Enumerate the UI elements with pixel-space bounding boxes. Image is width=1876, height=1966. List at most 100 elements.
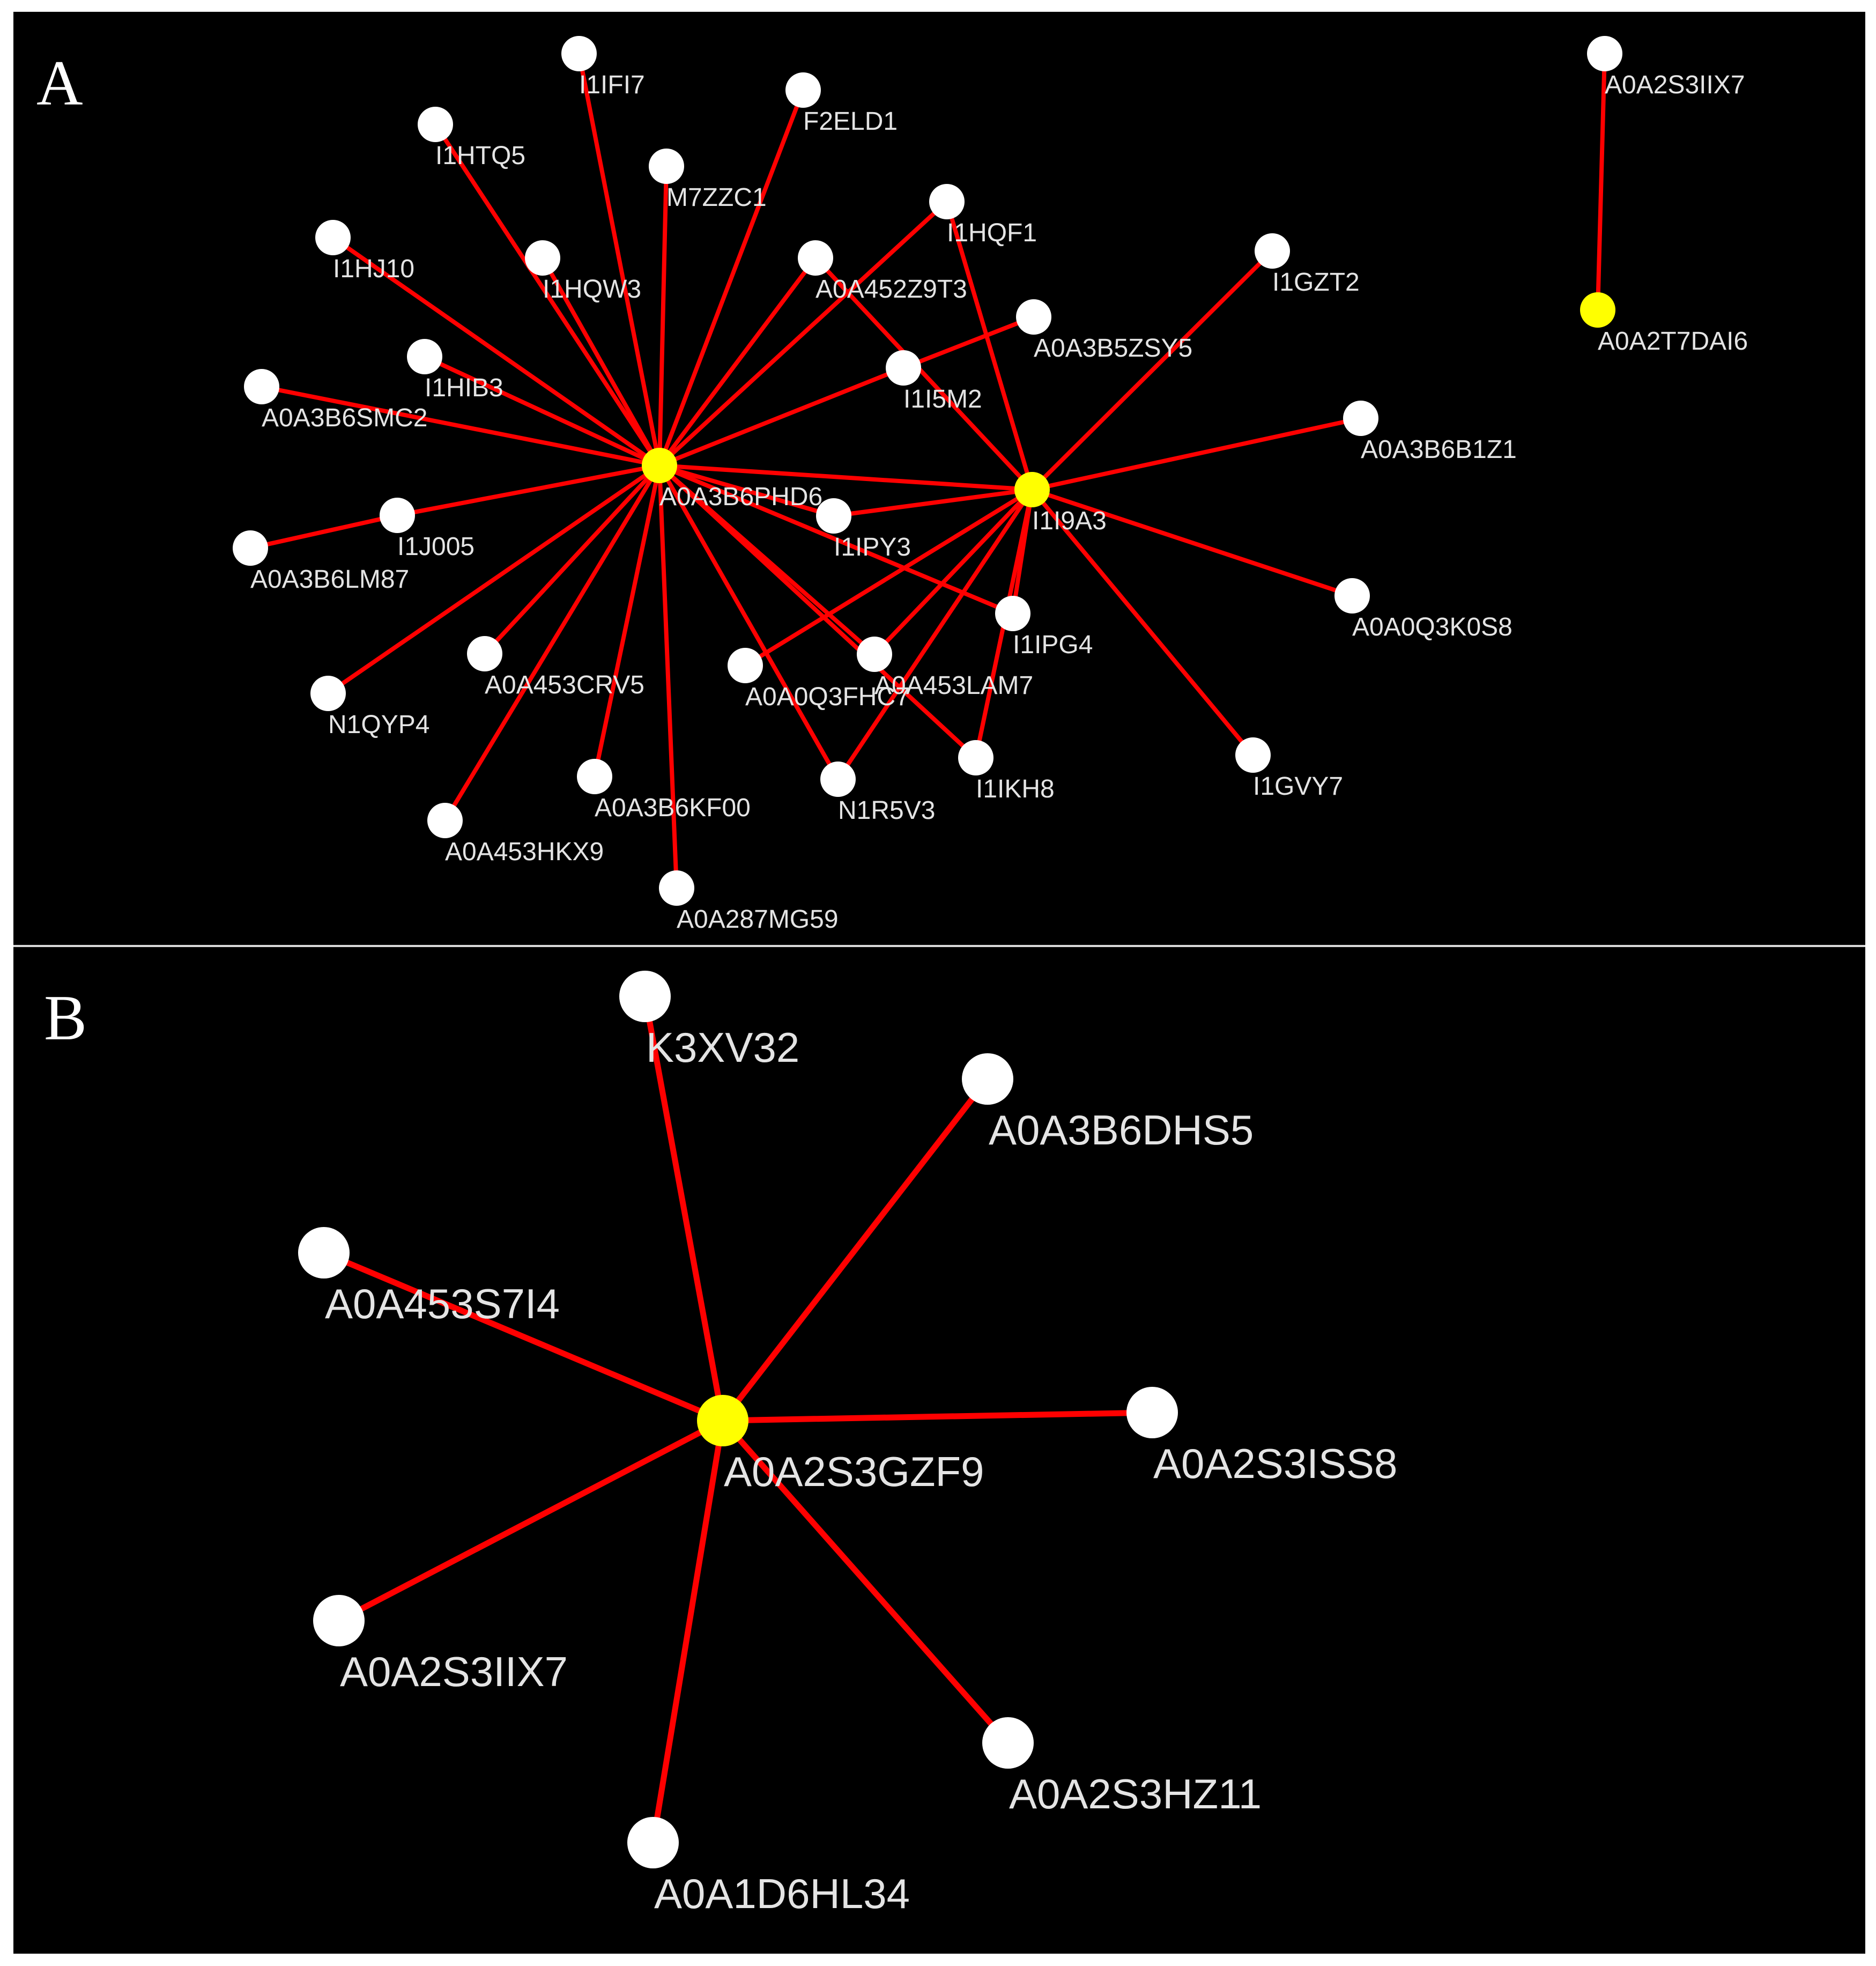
panel-a-edge bbox=[901, 315, 1036, 370]
panel-a-network: A0A3B6PHD6I1I9A3I1IFI7F2ELD1I1HTQ5M7ZZC1… bbox=[233, 36, 1748, 934]
panel-a-edge bbox=[443, 463, 662, 823]
panel-b-node-label: A0A2S3HZ11 bbox=[1009, 1770, 1262, 1817]
panel-b-node bbox=[1126, 1387, 1178, 1438]
panel-a-node-label: A0A0Q3K0S8 bbox=[1352, 613, 1512, 641]
panel-b-edge bbox=[720, 1417, 1011, 1746]
panel-a-node bbox=[561, 36, 597, 71]
panel-a-hub-node bbox=[1014, 472, 1050, 507]
panel-a-node bbox=[310, 676, 346, 711]
panel-a-node-label: A0A453LAM7 bbox=[874, 671, 1033, 700]
panel-b-edge bbox=[336, 1417, 726, 1624]
panel-a-node-label: I1HJ10 bbox=[333, 255, 414, 283]
panel-a-edge bbox=[657, 463, 840, 781]
panel-a-node bbox=[233, 530, 268, 566]
panel-a-node bbox=[380, 498, 415, 533]
panel-b-background bbox=[13, 947, 1865, 1954]
panel-a-edge bbox=[657, 366, 906, 468]
panel-b-node bbox=[962, 1053, 1013, 1105]
panel-b-edge bbox=[720, 1409, 1155, 1424]
panel-a-label: A bbox=[36, 47, 83, 119]
panel-b-node-label: A0A2S3GZF9 bbox=[724, 1448, 984, 1495]
panel-a-edge bbox=[657, 199, 949, 468]
panel-b-edge bbox=[321, 1250, 726, 1424]
panel-a-node bbox=[820, 762, 856, 797]
panel-a-node-label: A0A453CRV5 bbox=[485, 671, 644, 699]
panel-b-edge bbox=[720, 1076, 991, 1424]
panel-a-node-label: A0A453HKX9 bbox=[445, 838, 604, 866]
panel-a-edge bbox=[836, 487, 1034, 781]
panel-a-node-label: I1I9A3 bbox=[1032, 507, 1107, 535]
panel-a-edge bbox=[832, 487, 1034, 518]
panel-a-edge bbox=[540, 256, 662, 468]
panel-a-node bbox=[929, 184, 965, 219]
panel-a-node-label: I1HQW3 bbox=[543, 275, 641, 304]
panel-a-node-label: I1HIB3 bbox=[425, 374, 503, 402]
panel-a-edge bbox=[813, 256, 1034, 492]
panel-b-node bbox=[627, 1817, 679, 1868]
panel-a-node-label: A0A3B6SMC2 bbox=[262, 404, 428, 432]
panel-a-node bbox=[1334, 578, 1370, 614]
panel-a-hub-node bbox=[642, 448, 677, 483]
panel-a-edge bbox=[743, 487, 1034, 668]
panel-b-node-label: A0A1D6HL34 bbox=[654, 1870, 910, 1917]
panel-a-node bbox=[427, 803, 463, 838]
panel-b-node bbox=[619, 971, 671, 1022]
panel-a-edge bbox=[422, 354, 662, 468]
panel-b-node bbox=[982, 1717, 1034, 1769]
panel-a-node bbox=[1343, 401, 1378, 436]
panel-a-edge bbox=[945, 199, 1034, 492]
panel-a-edge bbox=[657, 164, 669, 468]
panel-b-node-label: A0A2S3IIX7 bbox=[340, 1648, 568, 1695]
panel-a-edge bbox=[657, 463, 1015, 616]
panel-a-node-label: A0A3B6KF00 bbox=[595, 794, 751, 822]
panel-a-node bbox=[1587, 36, 1622, 71]
panel-a-node-label: I1IKH8 bbox=[976, 775, 1055, 803]
panel-a-edge bbox=[657, 256, 818, 468]
panel-a-node bbox=[649, 149, 684, 184]
panel-a-node-label: A0A452Z9T3 bbox=[815, 275, 967, 304]
panel-a-node-label: I1HTQ5 bbox=[435, 142, 525, 170]
panel-a-node bbox=[995, 596, 1030, 631]
panel-a-node bbox=[577, 759, 612, 794]
panel-a-edge bbox=[1030, 249, 1274, 492]
panel-a-edge bbox=[872, 487, 1034, 656]
panel-b-node bbox=[313, 1595, 365, 1646]
panel-b-edge bbox=[650, 1417, 726, 1846]
panel-a-node-label: A0A287MG59 bbox=[677, 905, 839, 934]
panel-b-node bbox=[298, 1227, 350, 1278]
panel-a-node bbox=[1235, 737, 1271, 773]
panel-a-node-label: A0A0Q3FHC7 bbox=[745, 683, 910, 711]
panel-b-edge bbox=[642, 993, 726, 1424]
panel-a-edge bbox=[657, 463, 679, 890]
panel-a-node-label: A0A2T7DAI6 bbox=[1598, 327, 1748, 356]
panel-a-node-label: A0A2S3IIX7 bbox=[1605, 71, 1745, 99]
panel-a-node-label: A0A3B6B1Z1 bbox=[1361, 435, 1517, 464]
panel-b-node-label: A0A2S3ISS8 bbox=[1153, 1440, 1397, 1487]
panel-a-edge bbox=[248, 513, 399, 550]
panel-a-node bbox=[816, 498, 851, 534]
panel-a-node bbox=[525, 240, 560, 276]
panel-a-node bbox=[728, 648, 763, 683]
panel-a-edge bbox=[657, 88, 805, 468]
panel-a-node-label: A0A3B6PHD6 bbox=[659, 483, 822, 511]
panel-a-edge bbox=[657, 463, 1034, 492]
panel-a-node bbox=[315, 220, 351, 255]
panel-a-node bbox=[1255, 233, 1290, 269]
panel-b-hub-node bbox=[697, 1395, 748, 1446]
panel-a-node bbox=[244, 369, 279, 404]
panel-a-node-label: I1GZT2 bbox=[1272, 268, 1360, 297]
panel-a-node bbox=[798, 240, 833, 276]
panel-a-node bbox=[857, 637, 892, 672]
panel-a-node bbox=[407, 339, 442, 374]
panel-a-node-label: A0A3B6LM87 bbox=[250, 565, 409, 594]
panel-a-edge bbox=[259, 385, 662, 468]
panel-b-node-label: K3XV32 bbox=[646, 1024, 799, 1071]
panel-a-node bbox=[467, 636, 502, 671]
panel-a-edge bbox=[1030, 487, 1354, 598]
panel-a-edge bbox=[657, 463, 836, 518]
panel-a-node bbox=[886, 350, 921, 386]
panel-a-edge bbox=[592, 463, 662, 779]
panel-a-edge bbox=[1030, 416, 1363, 492]
panel-b-label: B bbox=[44, 982, 87, 1053]
